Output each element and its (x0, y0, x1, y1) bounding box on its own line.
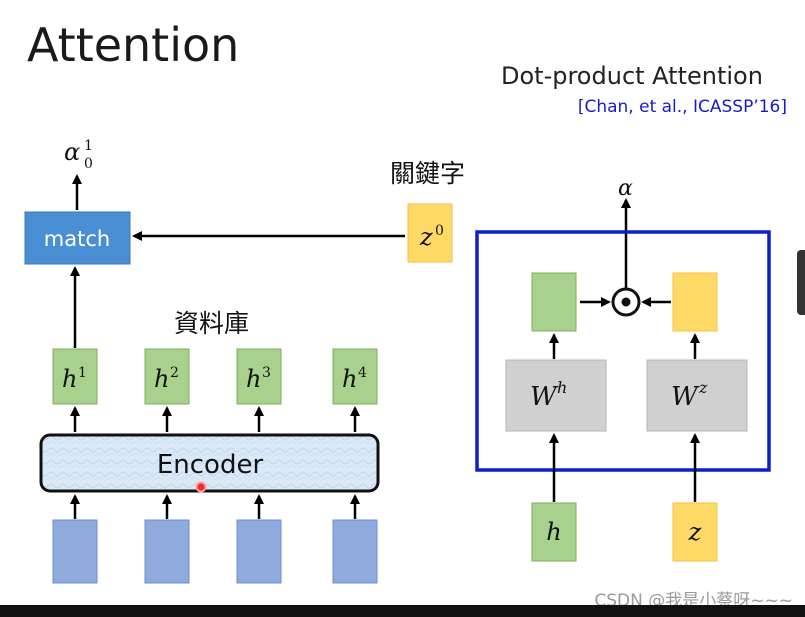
citation: [Chan, et al., ICASSP’16] (577, 97, 787, 117)
wz-matrix-box (646, 359, 748, 432)
z0-box (407, 203, 453, 263)
hidden-h4: h 4 (332, 348, 378, 405)
hidden-h1: h 1 (52, 348, 98, 405)
encoder-box (39, 433, 380, 493)
input-box-4 (332, 519, 378, 584)
alpha-output-sup: 1 (84, 138, 93, 154)
input-box-1 (52, 519, 98, 584)
encoder-label: Encoder (157, 450, 264, 480)
keyword-label: 關鍵字 (390, 159, 465, 188)
bottom-bar (0, 605, 805, 617)
wh-matrix-box (505, 359, 607, 432)
z0-sup: 0 (435, 223, 444, 239)
svg-text:2: 2 (170, 365, 179, 381)
slide-subtitle: Dot-product Attention (501, 62, 763, 90)
svg-text:4: 4 (358, 365, 367, 381)
alpha-output-sub: 0 (84, 156, 93, 172)
wh-sup: h (557, 378, 567, 397)
svg-text:3: 3 (262, 365, 271, 381)
database-label: 資料庫 (174, 309, 249, 338)
svg-text:1: 1 (78, 365, 87, 381)
input-box-3 (236, 519, 282, 584)
slide-title: Attention (27, 18, 240, 72)
z-input-label: z (688, 518, 702, 546)
alpha-output-label: α (64, 138, 80, 166)
svg-text:h: h (154, 365, 169, 393)
z0-symbol: z (419, 223, 433, 251)
svg-text:h: h (342, 365, 357, 393)
scroll-handle[interactable] (797, 250, 805, 315)
hidden-h2: h 2 (144, 348, 190, 405)
wh-output-box (531, 272, 577, 332)
svg-text:h: h (62, 365, 77, 393)
match-label: match (44, 227, 110, 251)
wh-symbol: W (530, 382, 559, 412)
h-input-box (531, 502, 577, 562)
wz-output-box (672, 272, 718, 332)
wz-symbol: W (671, 382, 700, 412)
dot-product-center (621, 297, 631, 307)
svg-text:h: h (246, 365, 261, 393)
wz-sup: z (698, 378, 708, 397)
alpha-label-right: α (618, 176, 633, 201)
input-box-2 (144, 519, 190, 584)
h-input-label: h (546, 518, 561, 546)
match-box (24, 211, 131, 265)
hidden-h3: h 3 (236, 348, 282, 405)
z-input-box (672, 502, 718, 562)
laser-pointer (195, 481, 207, 493)
dot-product-frame (475, 230, 771, 472)
